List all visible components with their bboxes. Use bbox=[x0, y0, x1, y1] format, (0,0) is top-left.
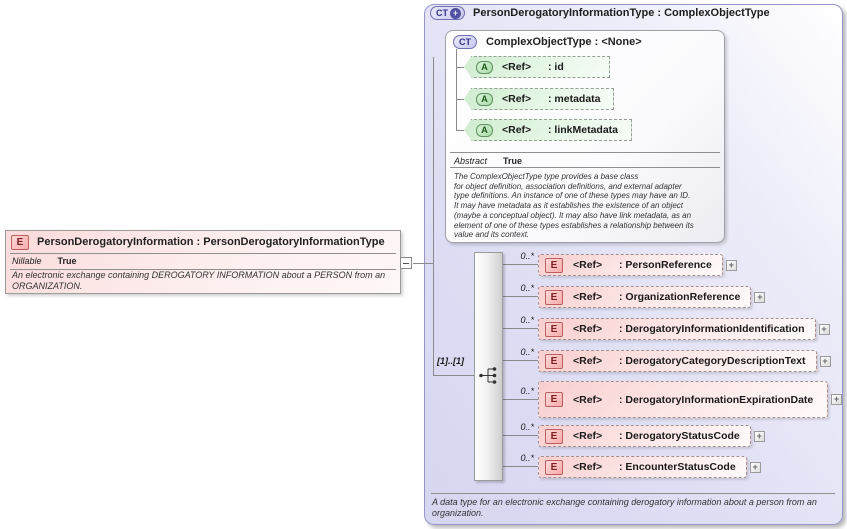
attribute-id[interactable]: A <Ref> : id bbox=[464, 56, 610, 78]
element-ref: <Ref> bbox=[573, 323, 603, 335]
divider bbox=[431, 493, 835, 494]
connector-line bbox=[456, 49, 457, 131]
element-ref: <Ref> bbox=[573, 291, 603, 303]
element-ref: <Ref> bbox=[573, 355, 603, 367]
attribute-name: : id bbox=[548, 61, 564, 73]
expand-icon[interactable]: + bbox=[754, 291, 766, 303]
element-name: : PersonReference bbox=[619, 259, 712, 271]
divider bbox=[450, 152, 720, 153]
element-icon: E bbox=[545, 428, 563, 444]
connector-line bbox=[433, 57, 434, 376]
attribute-icon: A bbox=[476, 60, 493, 74]
connector-line bbox=[503, 399, 538, 400]
expand-icon[interactable]: + bbox=[818, 323, 830, 335]
element-derogatory-information-identification[interactable]: E <Ref> : DerogatoryInformationIdentific… bbox=[538, 318, 816, 340]
attribute-name: : metadata bbox=[548, 93, 601, 105]
divider bbox=[10, 269, 396, 270]
cardinality-label: 0..* bbox=[520, 453, 534, 463]
connector-line bbox=[456, 99, 464, 100]
element-icon: E bbox=[545, 353, 563, 369]
sequence-cardinality: [1]..[1] bbox=[437, 356, 464, 366]
element-name: : DerogatoryInformationExpirationDate bbox=[619, 393, 814, 406]
connector-line bbox=[433, 375, 474, 376]
element-icon: E bbox=[545, 321, 563, 337]
complex-type-title: PersonDerogatoryInformationType : Comple… bbox=[473, 7, 770, 19]
cardinality-label: 0..* bbox=[520, 251, 534, 261]
complex-type-plus-icon[interactable]: CT+ bbox=[430, 6, 465, 20]
connector-line bbox=[503, 360, 538, 361]
element-derogatory-information-expiration-date[interactable]: E <Ref> : DerogatoryInformationExpiratio… bbox=[538, 381, 828, 418]
type-annotation: A data type for an electronic exchange c… bbox=[432, 497, 817, 518]
global-element-box[interactable]: E PersonDerogatoryInformation : PersonDe… bbox=[5, 230, 401, 294]
connector-line bbox=[456, 130, 464, 131]
divider bbox=[10, 253, 396, 254]
connector-line bbox=[413, 263, 433, 264]
nillable-value: True bbox=[57, 256, 77, 266]
expand-icon[interactable]: + bbox=[831, 394, 842, 405]
element-annotation: An electronic exchange containing DEROGA… bbox=[12, 270, 386, 291]
expand-icon[interactable]: + bbox=[725, 259, 737, 271]
attribute-name: : linkMetadata bbox=[548, 124, 619, 136]
plus-circle-icon: + bbox=[450, 7, 461, 19]
attribute-metadata[interactable]: A <Ref> : metadata bbox=[464, 88, 614, 110]
connector-line bbox=[503, 264, 538, 265]
attribute-ref: <Ref> bbox=[502, 93, 532, 105]
sequence-icon bbox=[479, 367, 497, 384]
ct-letters: CT bbox=[436, 8, 448, 18]
element-name: : DerogatoryCategoryDescriptionText bbox=[619, 355, 806, 367]
base-type-box[interactable]: CT ComplexObjectType : <None> A <Ref> : … bbox=[445, 30, 725, 243]
element-ref: <Ref> bbox=[573, 393, 603, 406]
attribute-ref: <Ref> bbox=[502, 124, 532, 136]
element-name: : OrganizationReference bbox=[619, 291, 741, 303]
element-icon: E bbox=[545, 392, 563, 407]
attribute-linkmetadata[interactable]: A <Ref> : linkMetadata bbox=[464, 119, 632, 141]
cardinality-label: 0..* bbox=[520, 283, 534, 293]
sequence-compositor[interactable] bbox=[474, 252, 503, 481]
element-ref: <Ref> bbox=[573, 259, 603, 271]
abstract-value: True bbox=[503, 156, 523, 166]
attribute-icon: A bbox=[476, 123, 493, 137]
element-derogatory-status-code[interactable]: E <Ref> : DerogatoryStatusCode bbox=[538, 425, 751, 447]
cardinality-label: 0..* bbox=[520, 347, 534, 357]
abstract-label: Abstract bbox=[454, 156, 488, 166]
cardinality-label: 0..* bbox=[520, 315, 534, 325]
cardinality-label: 0..* bbox=[520, 386, 534, 396]
connector-line bbox=[503, 328, 538, 329]
element-title: PersonDerogatoryInformation : PersonDero… bbox=[37, 236, 385, 248]
element-encounter-status-code[interactable]: E <Ref> : EncounterStatusCode bbox=[538, 456, 747, 478]
connector-line bbox=[503, 296, 538, 297]
element-name: : DerogatoryStatusCode bbox=[619, 430, 740, 442]
expand-icon[interactable]: + bbox=[819, 355, 831, 367]
element-icon: E bbox=[545, 459, 563, 475]
element-name: : EncounterStatusCode bbox=[619, 461, 736, 473]
expand-icon[interactable]: + bbox=[753, 430, 765, 442]
element-derogatory-category-description-text[interactable]: E <Ref> : DerogatoryCategoryDescriptionT… bbox=[538, 350, 817, 372]
collapse-handle[interactable] bbox=[400, 257, 412, 269]
element-ref: <Ref> bbox=[573, 430, 603, 442]
attribute-icon: A bbox=[476, 92, 493, 106]
element-name: : DerogatoryInformationIdentification bbox=[619, 323, 805, 335]
connector-line bbox=[503, 466, 538, 467]
minus-icon bbox=[403, 262, 409, 264]
element-organization-reference[interactable]: E <Ref> : OrganizationReference bbox=[538, 286, 752, 308]
element-ref: <Ref> bbox=[573, 461, 603, 473]
cardinality-label: 0..* bbox=[520, 422, 534, 432]
complex-type-icon: CT bbox=[453, 35, 477, 49]
nillable-label: Nillable bbox=[12, 256, 42, 266]
connector-line bbox=[456, 67, 464, 68]
base-type-title: ComplexObjectType : <None> bbox=[486, 36, 642, 48]
element-icon: E bbox=[545, 289, 563, 305]
element-icon: E bbox=[545, 257, 563, 273]
element-person-reference[interactable]: E <Ref> : PersonReference bbox=[538, 254, 723, 276]
connector-line bbox=[503, 435, 538, 436]
attribute-ref: <Ref> bbox=[502, 61, 532, 73]
divider bbox=[450, 167, 720, 168]
expand-icon[interactable]: + bbox=[749, 461, 761, 473]
element-icon: E bbox=[11, 234, 29, 250]
base-type-annotation: The ComplexObjectType type provides a ba… bbox=[454, 172, 694, 240]
